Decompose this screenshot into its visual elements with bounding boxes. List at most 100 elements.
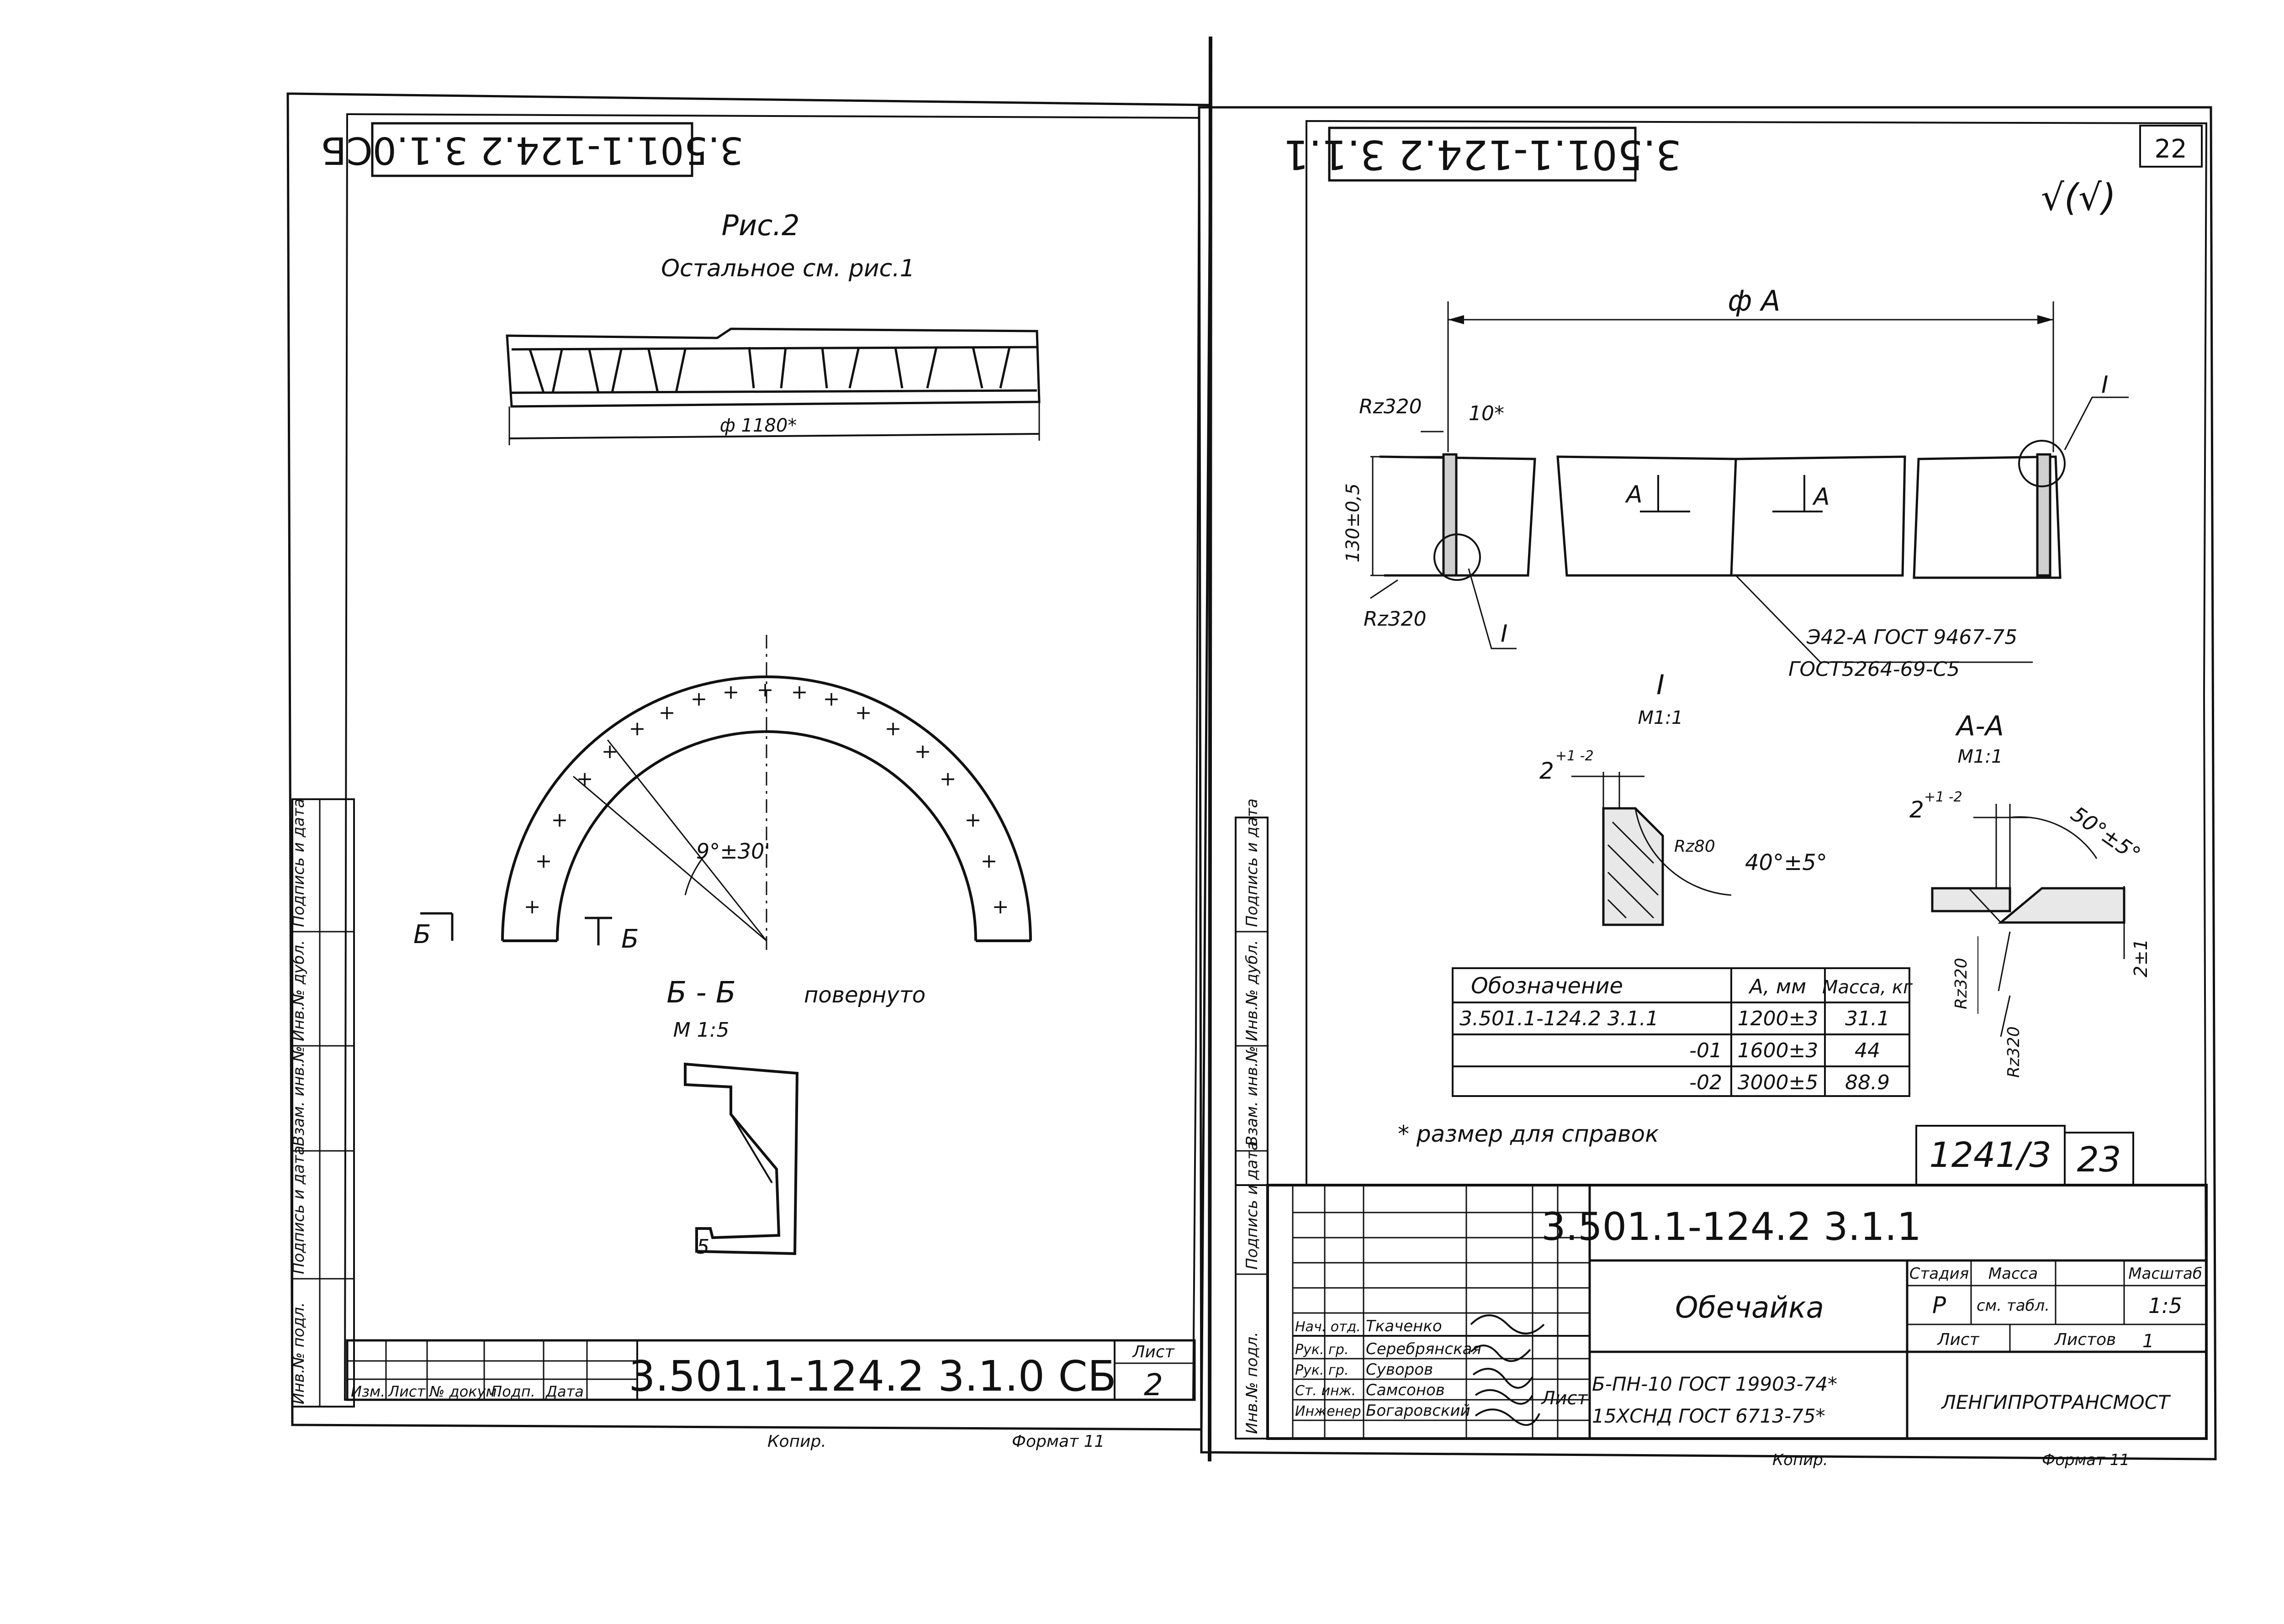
right-format-label: Формат 11 — [2042, 1451, 2130, 1469]
weld-spec-1: Э42-А ГОСТ 9467-75 — [1806, 626, 2017, 649]
name-1: Серебрянская — [1366, 1340, 1481, 1358]
aa-rz-2: Rz320 — [2004, 1026, 2023, 1078]
detail-gap: 2 — [1539, 758, 1554, 784]
svg-text:+: + — [524, 895, 541, 918]
section-scale: М 1:5 — [673, 1018, 730, 1042]
left-sheet-number: 2 — [1144, 1367, 1163, 1403]
aa-rz-1: Rz320 — [1952, 958, 1971, 1009]
right-side-label-3: Инв.№ дубл. — [1243, 940, 1261, 1041]
sheets-value: 1 — [2142, 1331, 2154, 1352]
section-AA-view — [1931, 804, 2125, 1037]
col-stage: Стадия — [1909, 1265, 1969, 1283]
role-2: Рук. гр. — [1295, 1362, 1348, 1378]
right-side-label-4: Подпись и дата — [1243, 798, 1261, 927]
table-header-2: Масса, кг — [1822, 977, 1913, 998]
table-cell-2-0: -02 — [1689, 1071, 1722, 1094]
diameter-A-label: ф А — [1728, 284, 1780, 317]
fig-subtitle: Остальное см. рис.1 — [661, 255, 915, 282]
table-header-0: Обозначение — [1471, 973, 1623, 999]
left-sheet-label: Лист — [1131, 1343, 1174, 1361]
dim-130: 130±0,5 — [1343, 483, 1364, 562]
left-side-label-0: Инв.№ подл. — [290, 1302, 308, 1404]
left-doc-code: 3.501.1-124.2 3.1.0 СБ — [629, 1352, 1116, 1401]
right-sheet — [1198, 36, 2217, 1462]
section-mark-A-left: А — [1625, 481, 1643, 508]
svg-text:+: + — [757, 678, 774, 701]
table-cell-0-0: 3.501.1-124.2 3.1.1 — [1459, 1007, 1659, 1030]
right-side-label-2: Взам. инв.№ — [1243, 1046, 1261, 1146]
archive-sheet: 23 — [2077, 1139, 2121, 1180]
svg-text:+: + — [576, 767, 593, 791]
sheet-label: Лист — [1936, 1330, 1979, 1349]
detail-I-title: I — [1656, 669, 1665, 701]
detail-angle: 40°±5° — [1745, 850, 1827, 875]
detail-gap-tol: +1 -2 — [1555, 748, 1594, 764]
left-side-label-4: Подпись и дата — [290, 798, 308, 927]
detail-I-view — [1571, 772, 1732, 926]
organization: ЛЕНГИПРОТРАНСМОСТ — [1940, 1391, 2171, 1413]
detail-rz: Rz80 — [1674, 837, 1715, 856]
svg-text:+: + — [723, 680, 740, 704]
left-top-stamp-box — [371, 122, 693, 177]
table-cell-2-1: 3000±5 — [1738, 1071, 1819, 1094]
table-cell-1-0: -01 — [1689, 1039, 1722, 1062]
left-sheet — [286, 92, 1212, 1431]
table-cell-0-2: 31.1 — [1845, 1007, 1890, 1030]
right-side-label-1: Подпись и дата — [1243, 1141, 1261, 1270]
section-mark-left: Б — [413, 920, 431, 949]
svg-text:+: + — [629, 717, 646, 740]
fig-title: Рис.2 — [722, 209, 800, 242]
weld-spec-2: ГОСТ5264-69-С5 — [1788, 658, 1960, 681]
section-mark-right: Б — [621, 924, 639, 954]
section-title: Б - Б — [666, 976, 736, 1010]
svg-text:+: + — [885, 717, 902, 740]
right-side-label-0: Инв.№ подл. — [1243, 1332, 1261, 1434]
aa-angle: 50°±5° — [2067, 801, 2145, 867]
name-3: Самсонов — [1366, 1381, 1445, 1399]
footnote: * размер для справок — [1398, 1121, 1659, 1147]
detail-mark-right: I — [2101, 371, 2108, 399]
section-mark-A-right: А — [1812, 483, 1830, 511]
right-doc-code: 3.501.1-124.2 3.1.1 — [1541, 1204, 1921, 1249]
right-top-stamp-box — [1328, 127, 1637, 182]
role-3: Ст. инж. — [1295, 1383, 1356, 1399]
aa-gap-tol: +1 -2 — [1924, 789, 1962, 805]
svg-text:+: + — [965, 808, 982, 832]
right-top-stamp: 3.501.1-124.2 3.1.1 — [1283, 131, 1681, 178]
svg-text:+: + — [551, 808, 568, 832]
stage-value: Р — [1932, 1292, 1946, 1318]
material-line-1: Б-ПН-10 ГОСТ 19903-74* — [1592, 1373, 1837, 1395]
rev-col-0: Изм. — [351, 1383, 385, 1400]
left-top-stamp: 3.501.1-124.2 3.1.0СБ — [321, 128, 744, 172]
left-diameter-label: ф 1180* — [720, 415, 797, 436]
rev-col-3: Подп. — [491, 1383, 535, 1400]
svg-text:+: + — [791, 680, 808, 704]
col-scale: Масштаб — [2128, 1265, 2202, 1283]
section-AA-scale: М1:1 — [1958, 746, 2003, 767]
arch-angle-label: 9°±30' — [696, 839, 770, 864]
role-0: Нач. отд. — [1295, 1319, 1361, 1335]
rev-col-1: Лист — [388, 1383, 426, 1400]
archive-number: 1241/3 — [1929, 1134, 2051, 1175]
left-side-label-1: Подпись и дата — [290, 1145, 308, 1274]
role-4: Инженер — [1295, 1403, 1361, 1419]
shell-elevation — [1370, 301, 2129, 663]
name-0: Ткаченко — [1366, 1317, 1442, 1335]
aa-gap: 2 — [1909, 796, 1924, 823]
right-text: 22 3.501.1-124.2 3.1.1 √(√) ф А Rz320 10… — [1243, 131, 2202, 1469]
left-elevation-view — [506, 327, 1041, 445]
scale-value: 1:5 — [2148, 1293, 2182, 1318]
section-note: повернуто — [804, 982, 925, 1008]
table-cell-1-2: 44 — [1855, 1039, 1880, 1062]
rev-col-2: № докум. — [428, 1383, 502, 1400]
left-arch-view — [420, 635, 1032, 954]
table-cell-2-2: 88.9 — [1845, 1071, 1890, 1094]
weld-mark: 5 — [697, 1235, 709, 1259]
svg-text:+: + — [992, 895, 1009, 918]
name-2: Суворов — [1366, 1360, 1433, 1379]
svg-text:+: + — [855, 701, 872, 724]
svg-text:+: + — [981, 849, 998, 873]
name-4: Богаровский — [1366, 1402, 1470, 1420]
svg-text:+: + — [915, 740, 931, 763]
